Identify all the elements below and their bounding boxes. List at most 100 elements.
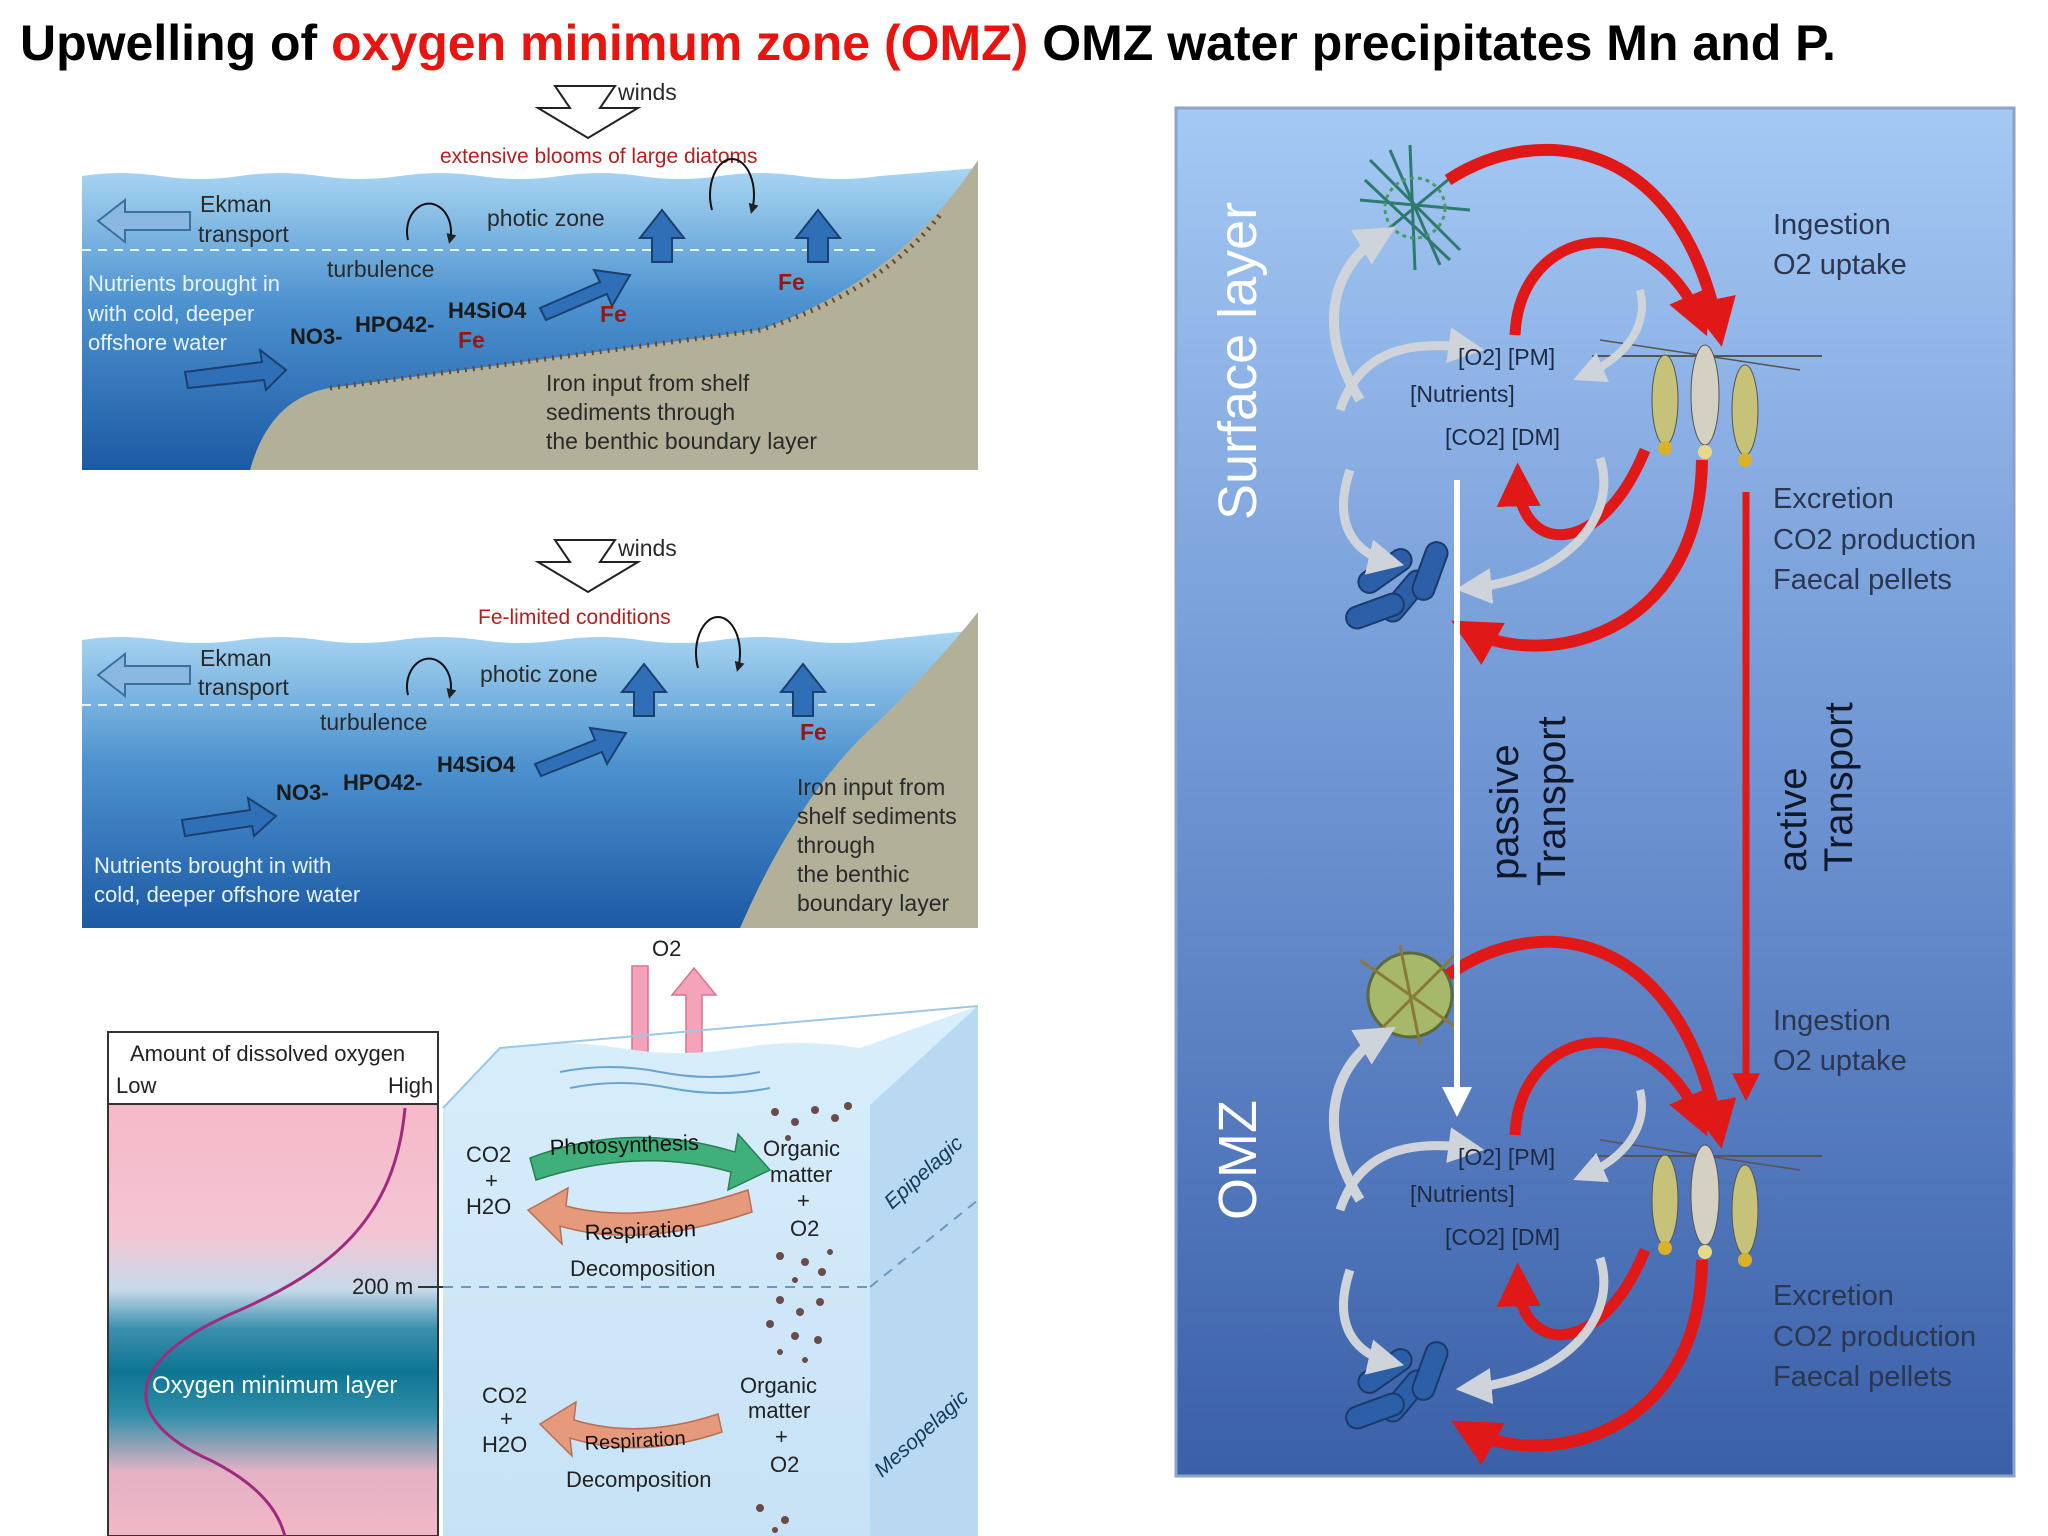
oxygen-axis-high: High <box>388 1073 433 1098</box>
oxygen-axis-low: Low <box>116 1073 156 1098</box>
iron-input-label-3: the benthic boundary layer <box>546 428 817 454</box>
oxygen-profile-plot <box>107 1103 439 1536</box>
co2-dm-label: [CO2] [DM] <box>1445 424 1560 450</box>
active-label: active <box>1771 768 1815 873</box>
excretion-arrow <box>1496 1247 1651 1341</box>
co2-label-deep: CO2 <box>482 1383 527 1408</box>
bloom-caption: extensive blooms of large diatoms <box>440 145 758 168</box>
silicate-label: H4SiO4 <box>437 752 516 777</box>
turbulence-eddy-icon <box>406 616 745 699</box>
ekman-label-2: transport <box>198 221 289 247</box>
title-part2: OMZ water precipitates Mn and P. <box>1028 15 1836 71</box>
plus-label: + <box>485 1168 498 1193</box>
decomposition-label: Decomposition <box>570 1256 716 1281</box>
photic-zone-label: photic zone <box>480 661 598 687</box>
o2-label: O2 <box>652 936 681 961</box>
oxygen-minimum-layer-label: Oxygen minimum layer <box>152 1372 397 1399</box>
ekman-label-1: Ekman <box>200 191 272 217</box>
o2-product-label-deep: O2 <box>770 1452 799 1477</box>
organic-matter-label-1: Organic <box>763 1136 840 1161</box>
oxygen-profile-header <box>107 1031 439 1105</box>
organic-matter-label-deep-2: matter <box>748 1398 810 1423</box>
respiration-label: Respiration <box>584 1216 696 1245</box>
title-part1: Upwelling of <box>20 15 332 71</box>
winds-icon <box>534 85 642 140</box>
winds-label: winds <box>617 79 677 105</box>
upwelling-arrow-icon <box>637 208 843 263</box>
co2-production-label: CO2 production <box>1773 524 1976 556</box>
transport-panel: Surface layer OMZ <box>1174 106 2016 1478</box>
iron-label-b: Fe <box>600 301 627 327</box>
turbulence-label: turbulence <box>320 709 427 735</box>
omz-label: OMZ <box>1208 1100 1268 1220</box>
co2-label: CO2 <box>466 1142 511 1167</box>
iron-input-label-2: sediments through <box>546 399 735 425</box>
cube-side <box>870 1006 978 1536</box>
plus-label: + <box>500 1406 513 1431</box>
continental-shelf <box>250 160 978 470</box>
shelf-sediment <box>329 213 942 391</box>
gray-cycle-arrow <box>1455 456 1609 605</box>
zooplankton-icon <box>1592 1139 1822 1267</box>
h2o-label-deep: H2O <box>482 1432 527 1457</box>
nutrients-label-3: offshore water <box>88 330 227 355</box>
ocean-cube <box>443 1006 978 1536</box>
nutrients-label-2: with cold, deeper <box>87 301 254 326</box>
iron-label: Fe <box>800 719 827 745</box>
nutrients-label: [Nutrients] <box>1410 381 1515 407</box>
oxygen-profile-title: Amount of dissolved oxygen <box>130 1041 405 1066</box>
upwelling-panel-fe-limited: winds Fe-limited conditions Ekman transp… <box>82 535 978 928</box>
faecal-pellets-arrow <box>1451 1259 1708 1465</box>
ekman-arrow-icon <box>96 197 191 245</box>
nutrients-label-2: cold, deeper offshore water <box>94 882 360 907</box>
oxygen-minimum-panel: O2 Amount of dissolved oxygen Low High 2… <box>107 936 979 1536</box>
nutrients-label-1: Nutrients brought in with <box>94 853 331 878</box>
iron-input-label-1: Iron input from shelf <box>546 370 750 396</box>
iron-input-label-2: shelf sediments <box>797 803 957 829</box>
title-highlight: oxygen minimum zone (OMZ) <box>331 15 1029 71</box>
depth-200m-label: 200 m <box>352 1274 413 1299</box>
gray-cycle-arrow <box>1573 289 1646 383</box>
o2-uptake-label: O2 uptake <box>1773 249 1907 281</box>
upwelling-panel-bloom: winds extensive blooms of large diatoms … <box>82 79 978 470</box>
turbulence-eddy-icon <box>406 158 759 244</box>
nutrients-label: [Nutrients] <box>1410 1181 1515 1207</box>
nutrients-label-1: Nutrients brought in <box>88 271 280 296</box>
photosynthesis-arrow-icon <box>529 1132 772 1192</box>
photic-zone-label: photic zone <box>487 205 605 231</box>
winds-icon <box>534 539 642 594</box>
gray-cycle-arrow <box>1573 1089 1646 1183</box>
gray-cycle-arrow <box>1339 1268 1405 1375</box>
winds-label: winds <box>617 535 677 561</box>
ekman-label-2: transport <box>198 674 289 700</box>
o2-uptake-arrow <box>1509 237 1710 337</box>
organic-matter-label-2: matter <box>770 1162 832 1187</box>
faecal-pellets-label-omz: Faecal pellets <box>1773 1361 1952 1393</box>
o2-uptake-label-omz: O2 uptake <box>1773 1045 1907 1077</box>
ekman-arrow-icon <box>96 651 191 699</box>
continental-shelf <box>740 612 978 928</box>
iron-input-label-5: boundary layer <box>797 890 949 916</box>
excretion-label: Excretion <box>1773 483 1894 515</box>
iron-input-label-3: through <box>797 832 875 858</box>
o2-uptake-arrow <box>1509 1037 1710 1137</box>
phosphate-label: HPO42- <box>343 770 422 795</box>
phosphate-label: HPO42- <box>355 312 434 337</box>
ingestion-label-omz: Ingestion <box>1773 1005 1891 1037</box>
ingestion-label: Ingestion <box>1773 209 1891 241</box>
o2-pm-label: [O2] [PM] <box>1458 344 1555 370</box>
respiration-label-deep: Respiration <box>584 1428 686 1455</box>
surface-layer-label: Surface layer <box>1208 202 1268 520</box>
faecal-pellets-label: Faecal pellets <box>1773 564 1952 596</box>
nitrate-label: NO3- <box>290 324 343 349</box>
ekman-label-1: Ekman <box>200 645 272 671</box>
faecal-pellets-arrow <box>1451 459 1708 665</box>
gray-cycle-arrow <box>1455 1256 1609 1405</box>
page-title: Upwelling of oxygen minimum zone (OMZ) O… <box>20 14 1836 72</box>
organic-particles <box>756 1102 852 1533</box>
silicate-label: H4SiO4 <box>448 298 527 323</box>
nutrient-flow-arrow-icon <box>183 268 632 393</box>
omz-cycle: [O2] [PM] [Nutrients] [CO2] [DM] <box>1329 935 1822 1465</box>
transport-panel-background <box>1174 106 2016 1478</box>
active-transport-label: Transport <box>1817 702 1861 872</box>
